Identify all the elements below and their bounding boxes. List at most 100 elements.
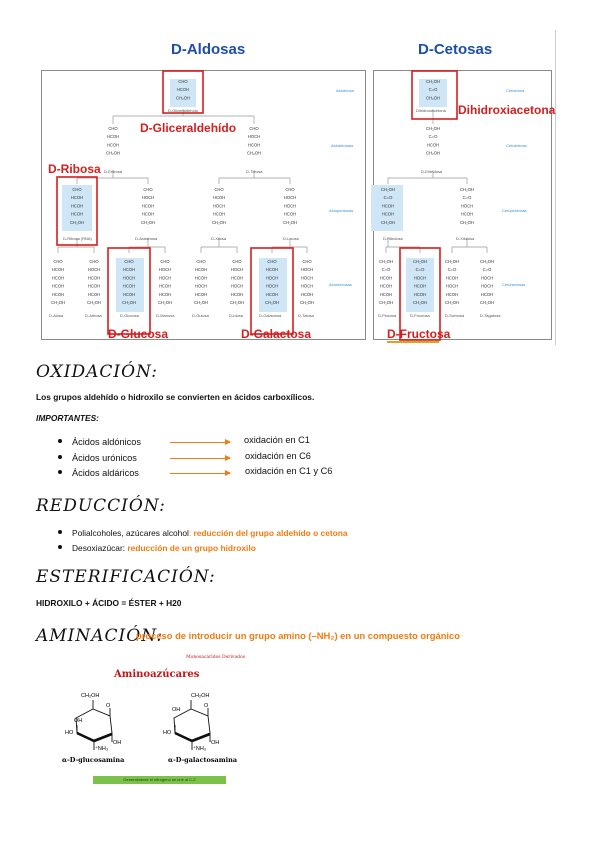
svg-text:HOCH: HOCH — [231, 267, 243, 272]
name-psicosa: D-Psicosa — [378, 313, 397, 318]
name-tagatosa: D-Tagatosa — [480, 313, 501, 318]
side-label-cetotetrosa: Cetotetrosa — [506, 143, 527, 148]
svg-text:HOCH: HOCH — [266, 284, 278, 289]
svg-text:HCOH: HCOH — [266, 292, 278, 297]
svg-text:HCOH: HCOH — [213, 195, 225, 200]
svg-text:HOCH: HOCH — [195, 284, 207, 289]
svg-text:CH₂OH: CH₂OH — [283, 220, 297, 225]
side-label-cetopentosas: Cetopentosas — [502, 208, 527, 213]
label-dihidroxiacetona: Dihidroxiacetona — [458, 103, 556, 117]
shade-ribulosa — [371, 185, 403, 231]
svg-text:HCOH: HCOH — [414, 284, 426, 289]
svg-text:HCOH: HCOH — [284, 212, 296, 217]
oxidacion-list: Ácidos aldónicos Ácidos urónicos Ácidos … — [56, 435, 376, 482]
svg-text:CH₂OH: CH₂OH — [460, 220, 474, 225]
svg-text:CHO: CHO — [302, 259, 312, 264]
aminoazucares-footer: Generalmente el nitrógeno se une al C-2 — [93, 776, 226, 784]
name-dihidroxiacetona: Dihidroxiacetona — [416, 108, 446, 113]
svg-text:HCOH: HCOH — [88, 275, 100, 280]
mol2-nh2: ⁺NH₃ — [193, 746, 207, 752]
svg-text:CHO: CHO — [196, 259, 206, 264]
heading-aminacion: AMINACIÓN: — [36, 626, 164, 646]
svg-text:HOCH: HOCH — [461, 203, 473, 208]
svg-text:CH₂OH: CH₂OH — [106, 151, 120, 156]
mol2-ch2oh: CH₂OH — [191, 693, 210, 699]
svg-text:CH₂OH: CH₂OH — [413, 259, 427, 264]
svg-text:CH₂OH: CH₂OH — [426, 126, 440, 131]
svg-text:HCOH: HCOH — [248, 142, 260, 147]
esterificacion-formula: HIDROXILO + ÁCIDO = ÉSTER + H20 — [36, 598, 182, 608]
svg-text:HCOH: HCOH — [52, 267, 64, 272]
reduccion-list: Polialcoholes, azúcares alcohol: reducci… — [56, 526, 556, 556]
name-xilosa: D-Xilosa — [211, 236, 227, 241]
aminacion-desc: proceso de introducir un grupo amino (–N… — [136, 630, 460, 641]
svg-text:CHO: CHO — [72, 187, 82, 192]
svg-text:HCOH: HCOH — [382, 203, 394, 208]
svg-text:C=O: C=O — [384, 195, 393, 200]
name-idosa: D-Idosa — [229, 313, 244, 318]
svg-text:HOCH: HOCH — [123, 275, 135, 280]
svg-text:C=O: C=O — [416, 267, 425, 272]
label-gliceraldehido: D-Gliceraldehído — [140, 121, 237, 135]
mol1-oh-top: OH — [74, 718, 83, 724]
svg-text:HCOH: HCOH — [380, 275, 392, 280]
svg-text:HCOH: HCOH — [231, 275, 243, 280]
name-sorbosa: D-Sorbosa — [445, 313, 465, 318]
name-treosa: D-Treosa — [246, 169, 263, 174]
item-sep: : — [122, 543, 128, 553]
svg-text:HCOH: HCOH — [123, 267, 135, 272]
svg-text:HOCH: HOCH — [446, 284, 458, 289]
svg-text:CHO: CHO — [285, 187, 295, 192]
svg-text:HOCH: HOCH — [88, 267, 100, 272]
mol2-ring-oxygen: O — [204, 703, 209, 709]
svg-text:CHO: CHO — [160, 259, 170, 264]
mol2-ho: HO — [163, 730, 172, 736]
svg-text:HCOH: HCOH — [446, 292, 458, 297]
box-ribosa — [56, 176, 98, 246]
name-ribosa: D-Ribosa (RNA) — [63, 236, 92, 241]
monosaccharide-tree: CHOHCOHCH₂OHCHOHCOHHCOHCH₂OHCHOHOCHHCOHC… — [51, 70, 494, 341]
mol1-nh2: ⁺NH₃ — [95, 746, 109, 752]
svg-text:HCOH: HCOH — [213, 212, 225, 217]
arrow-1 — [170, 439, 231, 445]
mol2-oh-right: OH — [211, 740, 220, 746]
shade-fructosa — [406, 258, 434, 312]
svg-text:HOCH: HOCH — [213, 203, 225, 208]
svg-text:HCOH: HCOH — [177, 87, 189, 92]
aminoazucares-figure-header: Monosacáridos Derivados — [186, 655, 246, 660]
svg-text:HOCH: HOCH — [248, 134, 260, 139]
list-item: Polialcoholes, azúcares alcohol: reducci… — [56, 526, 556, 541]
svg-text:C=O: C=O — [463, 195, 472, 200]
aldosas-title: D-Aldosas — [171, 41, 246, 58]
svg-text:HCOH: HCOH — [142, 203, 154, 208]
svg-text:CH₂OH: CH₂OH — [445, 259, 459, 264]
svg-text:HCOH: HCOH — [266, 267, 278, 272]
svg-text:CH₂OH: CH₂OH — [426, 79, 440, 84]
svg-text:C=O: C=O — [483, 267, 492, 272]
svg-text:CH₂OH: CH₂OH — [194, 300, 208, 305]
svg-text:HCOH: HCOH — [71, 195, 83, 200]
name-arabinosa: D-Arabinosa — [135, 236, 158, 241]
svg-text:HCOH: HCOH — [159, 284, 171, 289]
svg-text:HCOH: HCOH — [461, 212, 473, 217]
svg-text:CH₂OH: CH₂OH — [445, 300, 459, 305]
box-galactosa — [250, 247, 294, 335]
name-fructosa: D-Fructosa — [410, 313, 430, 318]
svg-text:CHO: CHO — [267, 259, 277, 264]
svg-text:CH₂OH: CH₂OH — [265, 300, 279, 305]
svg-text:HCOH: HCOH — [52, 275, 64, 280]
list-item: Ácidos urónicos — [56, 451, 376, 467]
svg-text:CH₂OH: CH₂OH — [158, 300, 172, 305]
svg-text:CHO: CHO — [143, 187, 153, 192]
heading-oxidacion: OXIDACIÓN: — [36, 362, 159, 382]
